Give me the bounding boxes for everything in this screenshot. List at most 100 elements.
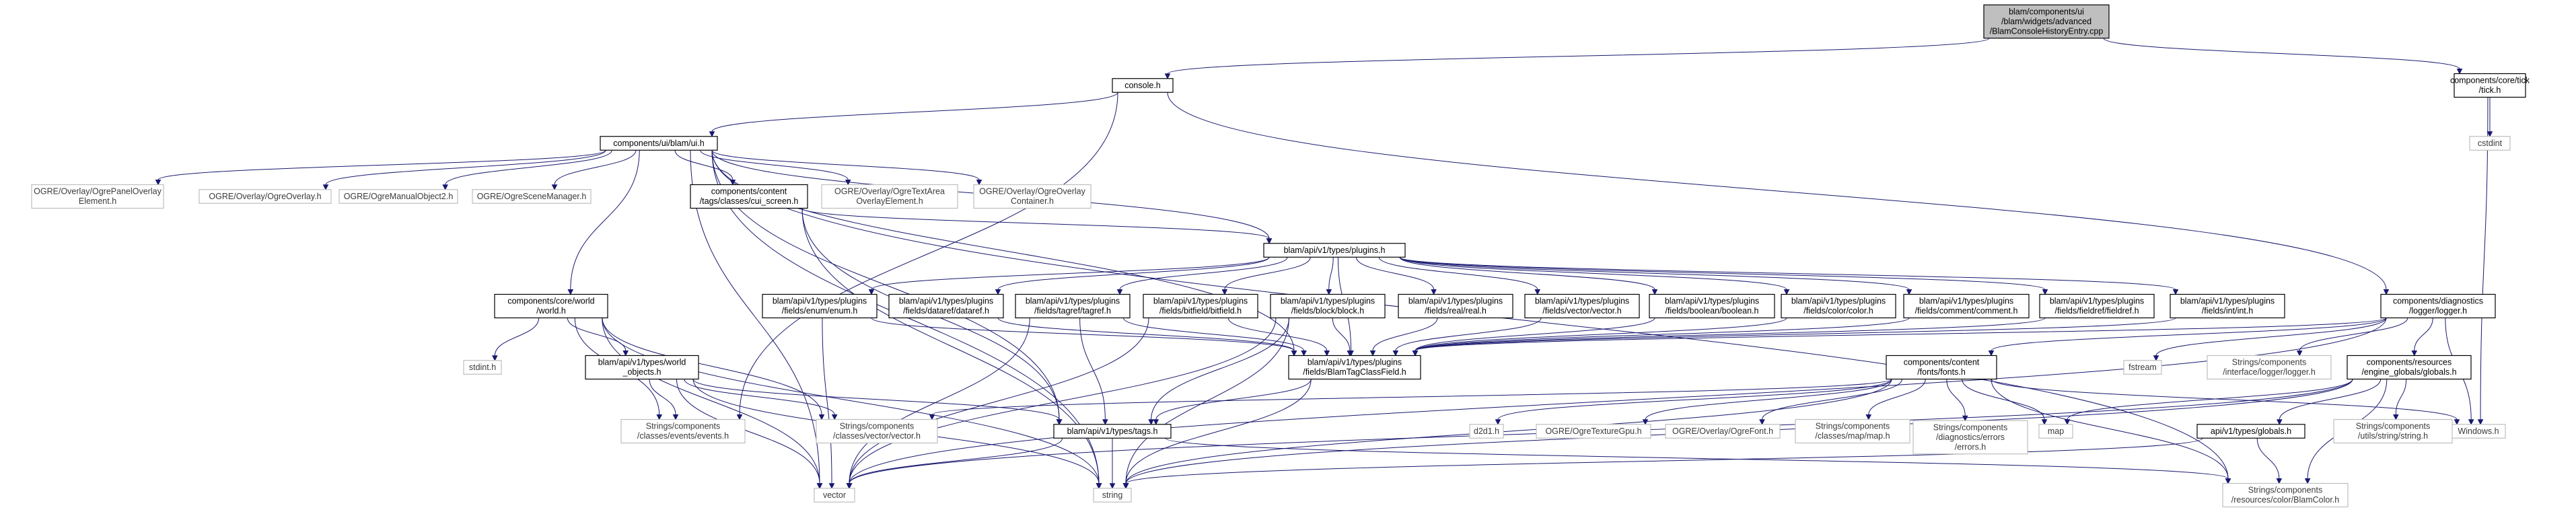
node-label: vector xyxy=(823,490,846,500)
edge-console-to-events xyxy=(736,92,1118,420)
node-fonts[interactable]: components/content/fonts/fonts.h xyxy=(1886,355,1997,380)
edge-bitfield-to-classfield xyxy=(1227,318,1330,357)
node-box xyxy=(816,418,938,444)
arrowhead xyxy=(1109,483,1116,489)
node-label: Strings/components xyxy=(840,422,914,431)
edge-ui-to-manual xyxy=(442,150,612,190)
edge-logger-to-globals xyxy=(2411,318,2433,357)
edge-int-to-classfield xyxy=(1412,318,2176,357)
arrowhead xyxy=(818,414,825,420)
arrowhead xyxy=(2042,289,2048,295)
node-label: OGRE/OgreManualObject2.h xyxy=(344,192,454,201)
node-root[interactable]: blam/components/ui/blam/widgets/advanced… xyxy=(1983,4,2110,39)
node-box xyxy=(888,293,1004,319)
node-label: blam/api/v1/types/tags.h xyxy=(1067,427,1158,436)
arrowhead xyxy=(622,351,629,357)
arrowhead xyxy=(1266,238,1273,244)
edge-tagref-to-tags xyxy=(1079,318,1108,425)
node-box xyxy=(1665,424,1781,439)
node-label: /fields/comment/comment.h xyxy=(1915,306,2018,316)
node-label: /fields/dataref/dataref.h xyxy=(903,306,989,316)
node-real[interactable]: blam/api/v1/types/plugins/fields/real/re… xyxy=(1398,293,1513,319)
node-label: blam/api/v1/types/world xyxy=(598,358,686,367)
node-textarea: OGRE/Overlay/OgreTextAreaOverlayElement.… xyxy=(821,184,958,209)
node-box xyxy=(199,189,332,204)
node-box xyxy=(1912,420,2028,455)
node-box xyxy=(1263,243,1406,258)
node-boolean[interactable]: blam/api/v1/types/plugins/fields/boolean… xyxy=(1649,293,1775,319)
node-box xyxy=(2196,424,2305,439)
node-maph: Strings/components/classes/map/map.h xyxy=(1795,418,1910,444)
node-box xyxy=(2380,293,2496,319)
node-ui[interactable]: components/ui/blam/ui.h xyxy=(600,136,718,151)
arrowhead xyxy=(551,184,558,190)
node-cui[interactable]: components/content/tags/classes/cui_scre… xyxy=(690,184,808,209)
edge-root-to-console xyxy=(1164,38,1990,79)
node-stdint: stdint.h xyxy=(463,360,502,375)
node-box xyxy=(1398,293,1513,319)
edge-logger-to-classfield xyxy=(1412,318,2387,357)
edge-world-to-objects xyxy=(567,318,629,357)
edge-classfield-to-tags xyxy=(1153,379,1312,425)
node-label: /resources/color/BlamColor.h xyxy=(2231,495,2340,505)
node-console[interactable]: console.h xyxy=(1112,78,1174,93)
node-label: /fields/vector/vector.h xyxy=(1542,306,1621,316)
node-vectorf[interactable]: blam/api/v1/types/plugins/fields/vector/… xyxy=(1524,293,1640,319)
edge-plugins-to-boolean xyxy=(1399,256,1658,295)
node-tags[interactable]: blam/api/v1/types/tags.h xyxy=(1053,424,1172,439)
arrowhead xyxy=(1962,415,1968,422)
node-label: cstdint xyxy=(2478,139,2503,148)
arrowhead xyxy=(1148,419,1154,425)
edge-layer xyxy=(155,38,2493,489)
edge-plugins-to-block xyxy=(1326,257,1334,295)
node-label: /utils/string/string.h xyxy=(2358,431,2428,441)
node-label: /fields/block/block.h xyxy=(1291,306,1364,316)
node-logger[interactable]: components/diagnostics/logger/logger.h xyxy=(2380,293,2496,319)
node-color[interactable]: blam/api/v1/types/plugins/fields/color/c… xyxy=(1781,293,1896,319)
arrowhead xyxy=(709,131,715,137)
edge-ui-to-panel xyxy=(155,149,606,186)
node-int[interactable]: blam/api/v1/types/plugins/fields/int/int… xyxy=(2170,293,2285,319)
edge-tags-to-vector xyxy=(846,438,1063,489)
node-label: /tick.h xyxy=(2479,85,2501,95)
edge-globals-to-stringh xyxy=(2393,379,2407,420)
edge-real-to-classfield xyxy=(1369,318,1438,357)
arrowhead xyxy=(816,483,823,489)
node-overlay: OGRE/Overlay/OgreOverlay.h xyxy=(199,189,332,204)
node-apiglobals[interactable]: api/v1/types/globals.h xyxy=(2196,424,2305,439)
edge-console-to-logger xyxy=(1167,92,2390,295)
node-enum[interactable]: blam/api/v1/types/plugins/fields/enum/en… xyxy=(762,293,878,319)
node-plugins[interactable]: blam/api/v1/types/plugins.h xyxy=(1263,243,1406,258)
node-objects[interactable]: blam/api/v1/types/world_objects.h xyxy=(585,355,699,380)
edge-globals-to-apiglobals xyxy=(2276,379,2382,425)
node-label: OGRE/Overlay/OgreOverlay.h xyxy=(209,192,321,201)
node-fieldref[interactable]: blam/api/v1/types/plugins/fields/fieldre… xyxy=(2039,293,2155,319)
node-bitfield[interactable]: blam/api/v1/types/plugins/fields/bitfiel… xyxy=(1143,293,1258,319)
edge-world-to-string xyxy=(602,318,1102,489)
node-box xyxy=(2347,355,2472,380)
edge-ui-to-overlay xyxy=(322,150,606,190)
arrowhead xyxy=(1116,289,1123,295)
edge-ui-to-scene xyxy=(551,150,637,190)
node-dataref[interactable]: blam/api/v1/types/plugins/fields/dataref… xyxy=(888,293,1004,319)
node-block[interactable]: blam/api/v1/types/plugins/fields/block/b… xyxy=(1270,293,1386,319)
node-globals[interactable]: components/resources/engine_globals/glob… xyxy=(2347,355,2472,380)
node-label: OGRE/OgreTextureGpu.h xyxy=(1545,427,1641,436)
arrowhead xyxy=(2172,289,2179,295)
node-tick[interactable]: components/core/tick/tick.h xyxy=(2450,73,2530,98)
node-comment[interactable]: blam/api/v1/types/plugins/fields/comment… xyxy=(1903,293,2030,319)
arrowhead xyxy=(1369,351,1376,357)
arrowhead xyxy=(846,483,853,489)
arrowhead xyxy=(1301,351,1307,357)
edge-globals-to-map xyxy=(2064,379,2353,425)
node-map: map xyxy=(2038,424,2073,439)
node-classfield[interactable]: blam/api/v1/types/plugins/fields/BlamTag… xyxy=(1288,355,1421,380)
node-tagref[interactable]: blam/api/v1/types/plugins/fields/tagref/… xyxy=(1015,293,1131,319)
edge-fonts-to-texgpu xyxy=(1642,379,1892,425)
node-world[interactable]: components/core/world/world.h xyxy=(494,293,608,319)
edge-fonts-to-maph xyxy=(1865,379,1926,420)
edge-ui-to-world xyxy=(567,150,640,295)
arrowhead xyxy=(2276,478,2283,484)
arrowhead xyxy=(2486,131,2493,137)
